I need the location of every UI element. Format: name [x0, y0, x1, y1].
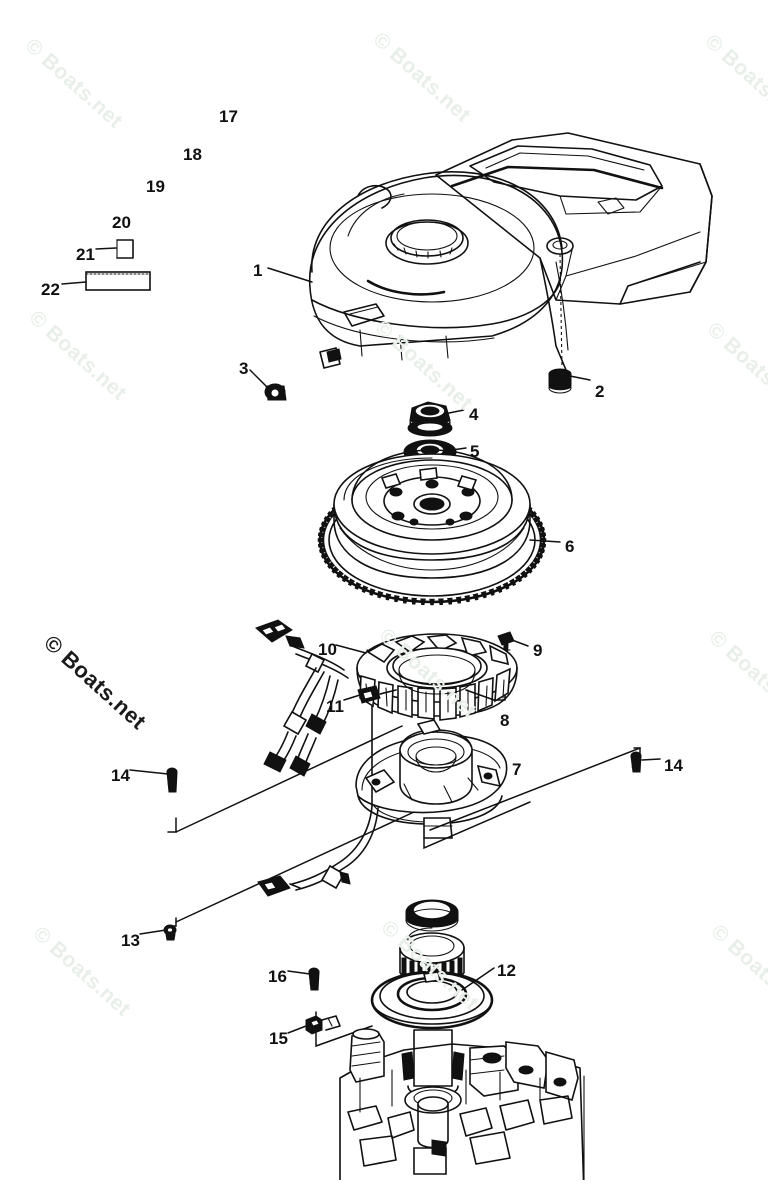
- callout-stator-assembly[interactable]: 8: [500, 711, 510, 730]
- callout-harness-screw-lower[interactable]: 13: [121, 931, 140, 950]
- callout-bracket-clip[interactable]: 21: [76, 245, 95, 264]
- engine-block: [339, 1028, 585, 1180]
- callout-strip-band[interactable]: 22: [41, 280, 60, 299]
- callout-stator-screw-long[interactable]: 9: [533, 641, 543, 660]
- part-16-screw: [308, 967, 320, 991]
- callout-clip-screw[interactable]: 16: [268, 967, 287, 986]
- callout-harness-screw-right[interactable]: 14: [664, 756, 683, 775]
- callout-flywheel-cover[interactable]: 1: [253, 261, 263, 280]
- part-7-base-housing: [355, 719, 508, 839]
- part-14-screw-left: [166, 767, 178, 793]
- part-12-seal-plate: [370, 970, 494, 1030]
- callout-item-18[interactable]: 18: [183, 145, 202, 164]
- wiring-harness: [255, 619, 379, 897]
- part-1-flywheel-cover: [308, 132, 713, 371]
- starter-drive-gear-stack: [370, 899, 494, 1030]
- callout-stator-screw-short[interactable]: 10: [318, 640, 337, 659]
- callout-retaining-clip[interactable]: 15: [269, 1029, 288, 1048]
- part-22-strip: [85, 271, 151, 291]
- callout-item-17[interactable]: 17: [219, 107, 238, 126]
- leader-brackets: [167, 725, 641, 1048]
- callout-item-19[interactable]: 19: [146, 177, 165, 196]
- part-14-screw-right: [630, 751, 642, 773]
- part-15-clip: [305, 1015, 341, 1035]
- callout-item-20[interactable]: 20: [112, 213, 131, 232]
- part-6-flywheel: [317, 449, 547, 606]
- callout-grommet-right[interactable]: 2: [595, 382, 605, 401]
- part-2-grommet: [548, 368, 572, 394]
- part-13-screw: [163, 924, 177, 941]
- callout-flywheel-flange-nut[interactable]: 4: [469, 405, 479, 424]
- part-3-grommet: [264, 383, 287, 401]
- callout-flywheel-ring-gear[interactable]: 6: [565, 537, 575, 556]
- callout-grommet-left[interactable]: 3: [239, 359, 249, 378]
- callout-wire-clamp[interactable]: 11: [326, 697, 344, 716]
- callout-leaders: [61, 247, 661, 1034]
- callout-harness-screw-left[interactable]: 14: [111, 766, 130, 785]
- part-4-flange-nut: [407, 401, 453, 437]
- callout-flywheel-washer[interactable]: 5: [470, 442, 480, 461]
- callout-oil-seal-plate[interactable]: 12: [497, 961, 516, 980]
- part-21-bracket: [116, 239, 134, 259]
- part-11-clamp: [357, 685, 397, 704]
- callout-stator-base-housing[interactable]: 7: [512, 760, 522, 779]
